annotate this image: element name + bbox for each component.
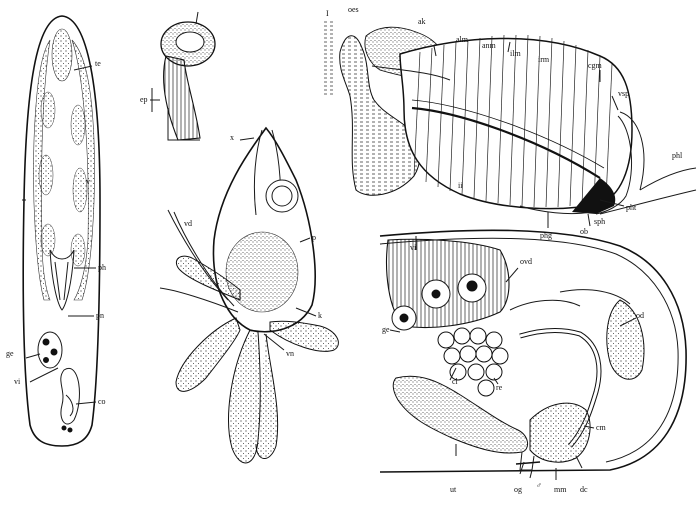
panel-b-detail [150, 11, 216, 141]
label-ph-mark: I [326, 9, 329, 18]
label-mm: mm [554, 485, 567, 494]
label-ak: ak [418, 17, 426, 26]
label-ut: ut [450, 485, 457, 494]
label-cgm: cgm [588, 61, 602, 70]
panel-e-section [379, 229, 687, 480]
label-pn: pn [96, 311, 104, 320]
panel-d-section [322, 20, 697, 228]
label-irm: irm [538, 55, 550, 64]
label-vi: vi [14, 377, 21, 386]
label-og: og [514, 485, 522, 494]
label-dc: dc [580, 485, 588, 494]
label-phg: phg [540, 231, 552, 240]
label-ii: ii [458, 181, 463, 190]
label-te: te [95, 59, 101, 68]
label-re: re [496, 383, 503, 392]
label-e-ge: ge [382, 325, 390, 334]
label-vsp: vsp [618, 89, 630, 98]
label-ge: ge [6, 349, 14, 358]
label-cl: cl [452, 377, 458, 386]
panel-a-worm [22, 15, 101, 447]
label-cm: cm [596, 423, 606, 432]
label-ep: ep [140, 95, 148, 104]
label-ovd: ovd [520, 257, 532, 266]
label-alm: alm [456, 35, 468, 44]
label-oes: oes [348, 5, 359, 14]
label-pht: pht [626, 203, 637, 212]
label-k: k [318, 311, 322, 320]
label-male: ♂ [536, 481, 542, 490]
label-od: od [636, 311, 644, 320]
label-co: co [98, 397, 106, 406]
label-vn: vn [286, 349, 294, 358]
label-anm: anm [482, 41, 496, 50]
label-ph: ph [98, 263, 106, 272]
label-x: x [230, 133, 234, 142]
label-ilm: ilm [510, 49, 521, 58]
label-sph: sph [594, 217, 606, 226]
label-e-vi: vi [410, 243, 417, 252]
label-phl: phl [672, 151, 683, 160]
panel-c-organ [159, 126, 339, 464]
label-v: v [86, 177, 90, 186]
label-vd: vd [184, 219, 192, 228]
label-ob: ob [580, 227, 588, 236]
label-p: p [312, 233, 316, 242]
